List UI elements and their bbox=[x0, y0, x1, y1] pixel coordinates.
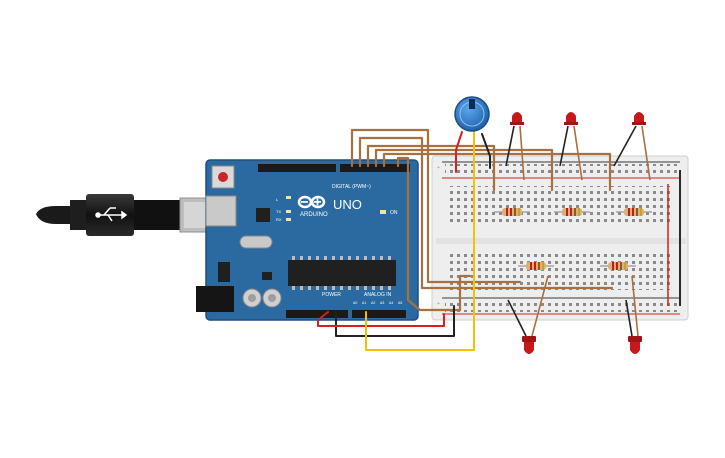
board-model-label: UNO bbox=[333, 197, 362, 212]
analog-pin-a3: A3 bbox=[380, 301, 384, 305]
atmega-chip bbox=[288, 260, 396, 286]
led-top-3 bbox=[613, 112, 651, 181]
analog-pin-a4: A4 bbox=[389, 301, 393, 305]
wire-brown-4 bbox=[374, 148, 554, 192]
wire-pot-ground bbox=[481, 133, 491, 169]
analog-pin-a5: A5 bbox=[398, 301, 402, 305]
arduino-logo-icon bbox=[297, 195, 326, 209]
analog-pin-a1: A1 bbox=[362, 301, 366, 305]
arduino-logo-text: ARDUINO bbox=[300, 212, 328, 218]
wire-a0-signal bbox=[365, 129, 475, 351]
resistor-5 bbox=[600, 262, 636, 270]
power-rail-top bbox=[442, 161, 680, 179]
wire-brown-3 bbox=[366, 144, 496, 192]
wire-brown-2 bbox=[358, 136, 614, 290]
potentiometer[interactable] bbox=[454, 96, 490, 132]
wire-5v bbox=[317, 311, 445, 327]
wire-brown-5 bbox=[382, 152, 612, 192]
usb-icon bbox=[95, 207, 128, 222]
led-top-1 bbox=[505, 112, 525, 181]
l-led-label: L bbox=[276, 197, 279, 202]
svg-text:+: + bbox=[437, 165, 440, 171]
digital-pins-label: DIGITAL (PWM~) bbox=[332, 184, 371, 190]
analog-pin-a2: A2 bbox=[371, 301, 375, 305]
led-bottom-2 bbox=[625, 275, 642, 354]
wire-brown-6 bbox=[396, 156, 472, 312]
analog-pin-a0: A0 bbox=[353, 301, 357, 305]
wires bbox=[317, 128, 614, 351]
wire-pot-power bbox=[455, 131, 463, 173]
analog-pins-label: ANALOG IN bbox=[364, 292, 392, 298]
terminal-strip-bottom bbox=[448, 250, 674, 290]
svg-text:+: + bbox=[437, 301, 440, 307]
resistor-2 bbox=[554, 208, 590, 216]
resistor-4 bbox=[518, 262, 554, 270]
on-led-label: ON bbox=[390, 210, 398, 216]
center-channel bbox=[436, 238, 686, 244]
wire-gnd bbox=[335, 305, 455, 337]
breadboard: + + bbox=[431, 155, 689, 321]
arduino-board: ARDUINO UNO ON L TX RX DIGITAL (PWM~) PO… bbox=[196, 159, 419, 321]
resistor-1 bbox=[494, 208, 530, 216]
resistor-3 bbox=[616, 208, 652, 216]
terminal-strip-top bbox=[448, 186, 674, 226]
tx-led-label: TX bbox=[276, 209, 281, 214]
wire-brown-1 bbox=[350, 128, 522, 284]
power-rail-bottom bbox=[442, 297, 680, 315]
led-bottom-1 bbox=[507, 275, 549, 354]
power-pins-label: POWER bbox=[322, 292, 341, 298]
led-top-2 bbox=[559, 112, 583, 181]
rx-led-label: RX bbox=[276, 217, 282, 222]
